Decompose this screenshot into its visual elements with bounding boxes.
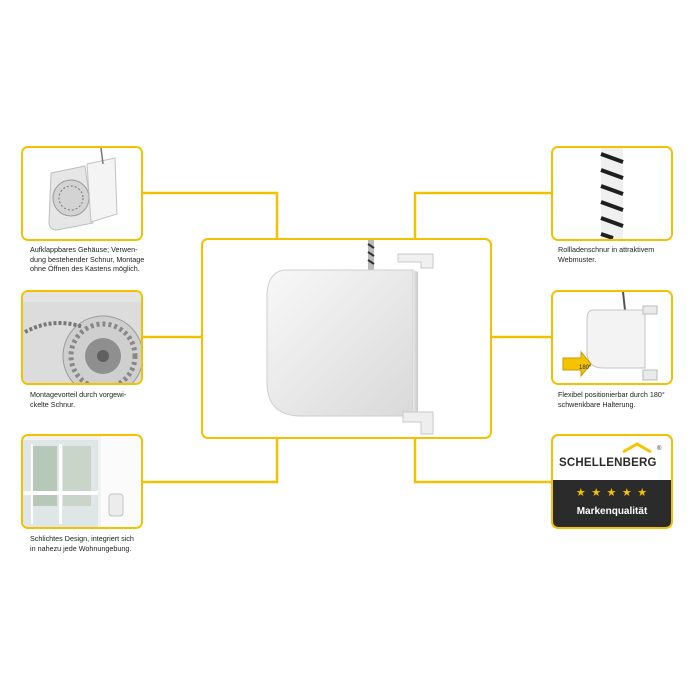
caption-cord: Rollladenschnur in attraktivem Webmuster…: [558, 245, 655, 264]
brand-stars: ★ ★ ★ ★ ★: [575, 486, 649, 499]
brand-header: SCHELLENBERG ®: [553, 436, 671, 480]
brand-badge: SCHELLENBERG ® ★ ★ ★ ★ ★ Markenqualität: [553, 436, 671, 527]
reel-frame: [21, 290, 143, 385]
swivel-frame: 180°: [551, 290, 673, 385]
brand-tagline: Markenqualität: [576, 506, 648, 517]
cord-reel-image: [23, 292, 141, 383]
brand-badge-frame: SCHELLENBERG ® ★ ★ ★ ★ ★ Markenqualität: [551, 434, 673, 529]
caption-swivel: Flexibel positionierbar durch 180° schwe…: [558, 390, 665, 409]
window-frame: [21, 434, 143, 529]
window-image: [23, 436, 141, 527]
cord-image: [553, 148, 671, 239]
product-frame: [201, 238, 492, 439]
caption-mounting: Montagevorteil durch vorgewi- ckelte Sch…: [30, 390, 127, 409]
schellenberg-logo: [622, 442, 652, 454]
housing-frame: [21, 146, 143, 241]
brand-name: SCHELLENBERG: [559, 457, 657, 469]
product-image: [266, 240, 434, 435]
housing-open-image: [23, 148, 141, 239]
caption-design: Schlichtes Design, integriert sich in na…: [30, 534, 134, 553]
swivel-angle-label: 180°: [579, 365, 592, 371]
caption-housing: Aufklappbares Gehäuse; Verwen- dung best…: [30, 245, 145, 274]
cord-frame: [551, 146, 673, 241]
swivel-bracket-image: [553, 292, 671, 383]
registered-mark: ®: [657, 446, 662, 452]
